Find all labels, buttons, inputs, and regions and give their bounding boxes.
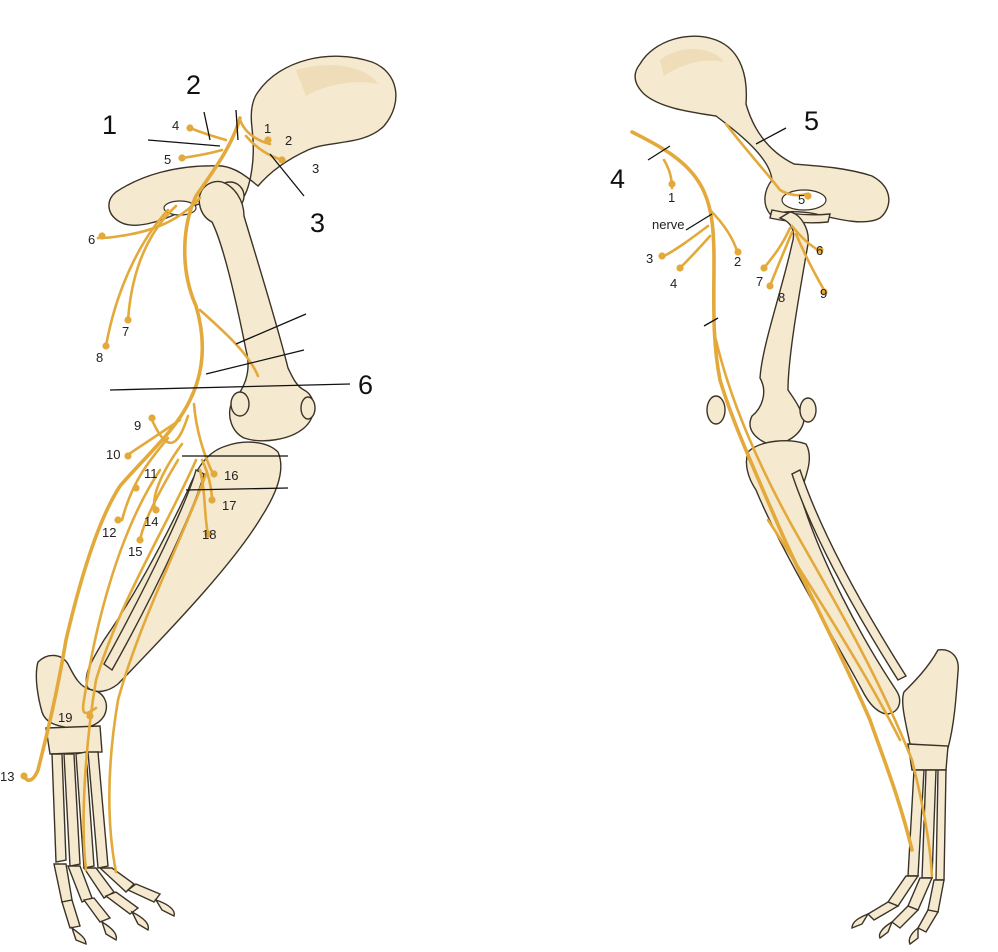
right-small-label-9: 9 xyxy=(820,286,827,301)
left-small-label-2: 2 xyxy=(285,133,292,148)
left-large-label-1: 1 xyxy=(102,110,117,140)
left-small-label-6: 6 xyxy=(88,232,95,247)
right-large-label-4: 4 xyxy=(610,164,625,194)
left-small-label-13: 13 xyxy=(0,769,14,784)
right-leader-lines xyxy=(647,127,787,327)
left-nerve-trunk xyxy=(22,116,242,783)
left-digits xyxy=(53,863,175,946)
left-fabella xyxy=(300,396,316,420)
right-limb-view: 4 5 1 2 3 4 5 6 7 8 9 nerve xyxy=(610,35,959,946)
left-small-label-11: 11 xyxy=(144,466,158,481)
right-dots xyxy=(658,180,828,296)
right-small-label-3: 3 xyxy=(646,251,653,266)
left-nerve-branch-d xyxy=(198,308,260,378)
right-nerve-b8 xyxy=(768,230,794,288)
left-small-label-10: 10 xyxy=(106,447,120,462)
left-nerve-branch-h xyxy=(120,436,170,522)
right-small-label-5: 5 xyxy=(798,192,805,207)
left-leader-lines xyxy=(109,109,351,491)
left-small-label-9: 9 xyxy=(134,418,141,433)
right-nerve-second xyxy=(714,338,934,878)
left-patella xyxy=(230,391,250,417)
left-nerve-branch-b xyxy=(126,204,178,322)
left-small-label-7: 7 xyxy=(122,324,129,339)
right-small-label-7: 7 xyxy=(756,274,763,289)
right-nerve-text-label: nerve xyxy=(652,217,685,232)
left-pelvis-shade xyxy=(296,65,378,96)
left-femur-bone xyxy=(198,180,315,442)
left-small-label-5: 5 xyxy=(164,152,171,167)
left-metatarsals xyxy=(51,751,109,869)
left-dots xyxy=(20,124,286,780)
right-nerves xyxy=(630,122,934,878)
left-small-label-4: 4 xyxy=(172,118,179,133)
left-small-label-19: 19 xyxy=(58,710,72,725)
left-nerves xyxy=(22,116,284,874)
right-pelvis-shade xyxy=(660,48,724,76)
right-nerve-main xyxy=(630,130,914,852)
left-small-label-1: 1 xyxy=(264,121,271,136)
right-fibula-bone xyxy=(791,469,908,681)
left-small-label-12: 12 xyxy=(102,525,116,540)
left-small-label-14: 14 xyxy=(144,514,158,529)
right-patella xyxy=(706,395,726,425)
left-nerve-branch-e xyxy=(192,402,216,478)
right-small-label-8: 8 xyxy=(778,290,785,305)
left-nerve-long-b xyxy=(108,472,208,874)
left-nerve-long-c xyxy=(81,468,162,715)
left-small-label-16: 16 xyxy=(224,468,238,483)
left-large-label-2: 2 xyxy=(186,70,201,100)
left-tarsal-bones xyxy=(45,725,103,755)
right-nerve-b3 xyxy=(662,224,710,258)
right-fabella xyxy=(799,397,817,423)
left-nerve-branch-j xyxy=(138,458,180,542)
right-nerve-b6 xyxy=(790,224,820,252)
right-nerve-b4 xyxy=(678,234,712,270)
left-small-label-17: 17 xyxy=(222,498,236,513)
left-nerve-branch-f xyxy=(150,414,190,445)
left-nerve-long-a xyxy=(82,458,198,872)
left-small-label-18: 18 xyxy=(202,527,216,542)
right-pelvis-bone xyxy=(634,35,890,223)
left-nerve-branch-c xyxy=(104,208,170,348)
right-small-label-6: 6 xyxy=(816,243,823,258)
right-small-label-2: 2 xyxy=(734,254,741,269)
right-nerve-obturator xyxy=(724,122,808,197)
right-nerve-third xyxy=(766,518,902,742)
right-calcaneus-bone xyxy=(901,649,959,749)
right-large-label-5: 5 xyxy=(804,106,819,136)
left-large-label-3: 3 xyxy=(310,208,325,238)
left-nerve-branch-l xyxy=(198,468,210,536)
left-large-label-6: 6 xyxy=(358,370,373,400)
right-small-label-4: 4 xyxy=(670,276,677,291)
left-small-label-8: 8 xyxy=(96,350,103,365)
right-nerve-b9 xyxy=(794,232,826,292)
right-small-label-1: 1 xyxy=(668,190,675,205)
left-small-label-3: 3 xyxy=(312,161,319,176)
left-limb-view: 1 2 3 6 1 2 3 4 5 6 7 8 9 10 11 12 13 14… xyxy=(0,55,397,946)
left-nerve-upper-d xyxy=(180,148,224,160)
right-digits xyxy=(851,875,945,946)
left-small-label-15: 15 xyxy=(128,544,142,559)
